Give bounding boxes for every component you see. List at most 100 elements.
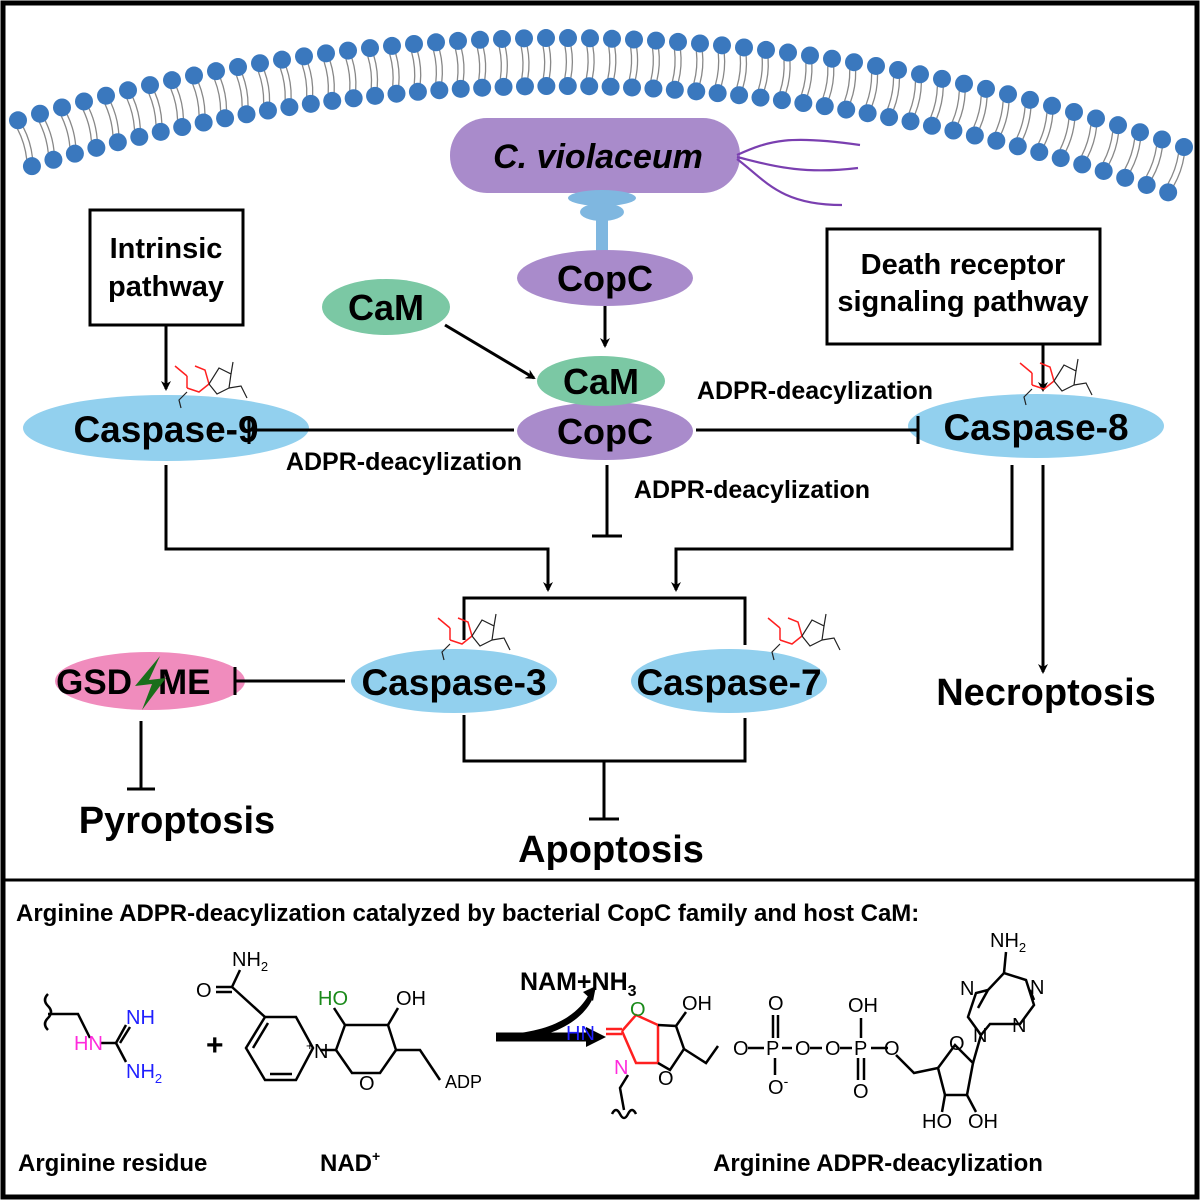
atom-charge: +	[306, 1038, 314, 1053]
caspase-bracket-top	[462, 596, 747, 645]
lipid-tail	[887, 77, 895, 109]
lipid-tail	[849, 70, 857, 103]
atom-nh2: NH2	[126, 1061, 162, 1086]
lipid-tail	[345, 58, 351, 91]
lipid-head	[515, 29, 533, 48]
lipid-tail	[482, 47, 487, 80]
lipid-head	[119, 81, 137, 100]
lipid-tail	[1022, 108, 1032, 140]
lipid-head	[823, 49, 841, 68]
atom-p1-bot: O-	[768, 1073, 789, 1099]
secretion-system	[568, 190, 636, 206]
flagellum	[736, 138, 861, 157]
lipid-head	[1008, 137, 1027, 156]
lipid-tail	[263, 70, 271, 103]
lipid-head	[339, 41, 357, 60]
lipid-tail	[126, 98, 136, 130]
atom-ad-n1: N	[973, 1025, 987, 1047]
edge-label-casp37: ADPR-deacylization	[634, 476, 870, 504]
intrinsic-line2: pathway	[108, 271, 224, 303]
lipid-tail	[757, 57, 763, 90]
lipid-head	[173, 118, 192, 137]
lipid-head	[1175, 138, 1193, 157]
cleavage-bolt-icon	[135, 656, 166, 710]
reaction-arrow	[496, 986, 606, 1047]
caspase-bracket-bottom	[462, 715, 747, 763]
arrow-casp8-to-casp37	[671, 465, 1014, 592]
caspase-3-node	[351, 649, 557, 713]
lipid-tail	[871, 74, 879, 107]
caspase-8-label: Caspase-8	[943, 407, 1128, 448]
lipid-tail	[323, 61, 330, 94]
lipid-tail	[60, 115, 71, 147]
lipid-tail	[1081, 125, 1092, 157]
atom-oh: OH	[396, 988, 426, 1010]
lipid-head	[258, 101, 277, 120]
lipid-head	[933, 69, 951, 88]
lipid-tail	[154, 91, 163, 124]
arginine-residue-label: Arginine residue	[18, 1150, 207, 1177]
lipid-tail	[44, 120, 55, 152]
lipid-tail	[564, 45, 568, 79]
lipid-tail	[779, 60, 785, 93]
lipid-head	[301, 94, 320, 113]
product-structure	[606, 951, 1036, 1120]
lipid-tail	[1145, 146, 1158, 177]
lipid-tail	[1151, 147, 1163, 179]
lipid-head	[794, 94, 813, 113]
atom-p2: P	[854, 1038, 867, 1060]
lipid-head	[559, 29, 577, 48]
lipid-head	[751, 88, 770, 107]
outcome-pyroptosis: Pyroptosis	[79, 800, 275, 842]
arrow-cam-to-complex	[444, 323, 536, 380]
lipid-head	[344, 89, 363, 108]
lipid-tail	[257, 71, 265, 104]
lipid-head	[1153, 130, 1171, 149]
lipid-tail	[88, 108, 98, 140]
copc-node-complex	[517, 402, 693, 460]
atom-o-ring: O	[630, 999, 646, 1021]
lipid-head	[1131, 123, 1149, 142]
atom-p1-top: O	[768, 993, 784, 1015]
lipid-tail	[307, 63, 314, 96]
death-receptor-line1: Death receptor	[861, 249, 1066, 281]
lipid-tail	[542, 45, 546, 79]
lipid-head	[889, 60, 907, 79]
lipid-head	[273, 50, 291, 69]
atom-o-link2: O	[795, 1038, 811, 1060]
lipid-head	[1030, 143, 1049, 162]
lipid-tail	[1086, 126, 1098, 158]
lipid-head	[9, 111, 27, 130]
copc-complex-label: CopC	[557, 411, 653, 452]
lipid-tail	[935, 87, 944, 119]
lipid-head	[713, 36, 731, 55]
lipid-head	[730, 86, 749, 105]
lipid-head	[405, 34, 423, 53]
lipid-tail	[498, 46, 502, 80]
lipid-head	[1051, 149, 1070, 168]
arrow-casp9-to-casp37	[164, 465, 553, 592]
lipid-head	[735, 38, 753, 57]
lipid-tail	[389, 53, 394, 87]
lipid-tail	[16, 128, 28, 160]
lipid-tail	[828, 67, 835, 99]
lipid-head	[1109, 116, 1127, 135]
lipid-tail	[957, 92, 966, 124]
lipid-head	[581, 29, 599, 48]
atom-nh2: NH2	[232, 949, 268, 974]
lipid-tail	[1129, 140, 1142, 172]
lipid-tail	[1108, 133, 1120, 165]
lipid-head	[558, 77, 577, 96]
atom-n-plus: N	[314, 1041, 328, 1063]
lipid-tail	[1059, 118, 1070, 150]
atom-ring-o: O	[359, 1073, 375, 1095]
lipid-tail	[892, 78, 901, 111]
lipid-head	[955, 74, 973, 93]
lipid-head	[1094, 161, 1113, 180]
outcome-apoptosis: Apoptosis	[518, 829, 704, 871]
atom-p1: P	[766, 1038, 779, 1060]
lipid-head	[22, 157, 41, 176]
atom-o2: O	[658, 1068, 674, 1090]
lipid-tail	[395, 53, 400, 86]
